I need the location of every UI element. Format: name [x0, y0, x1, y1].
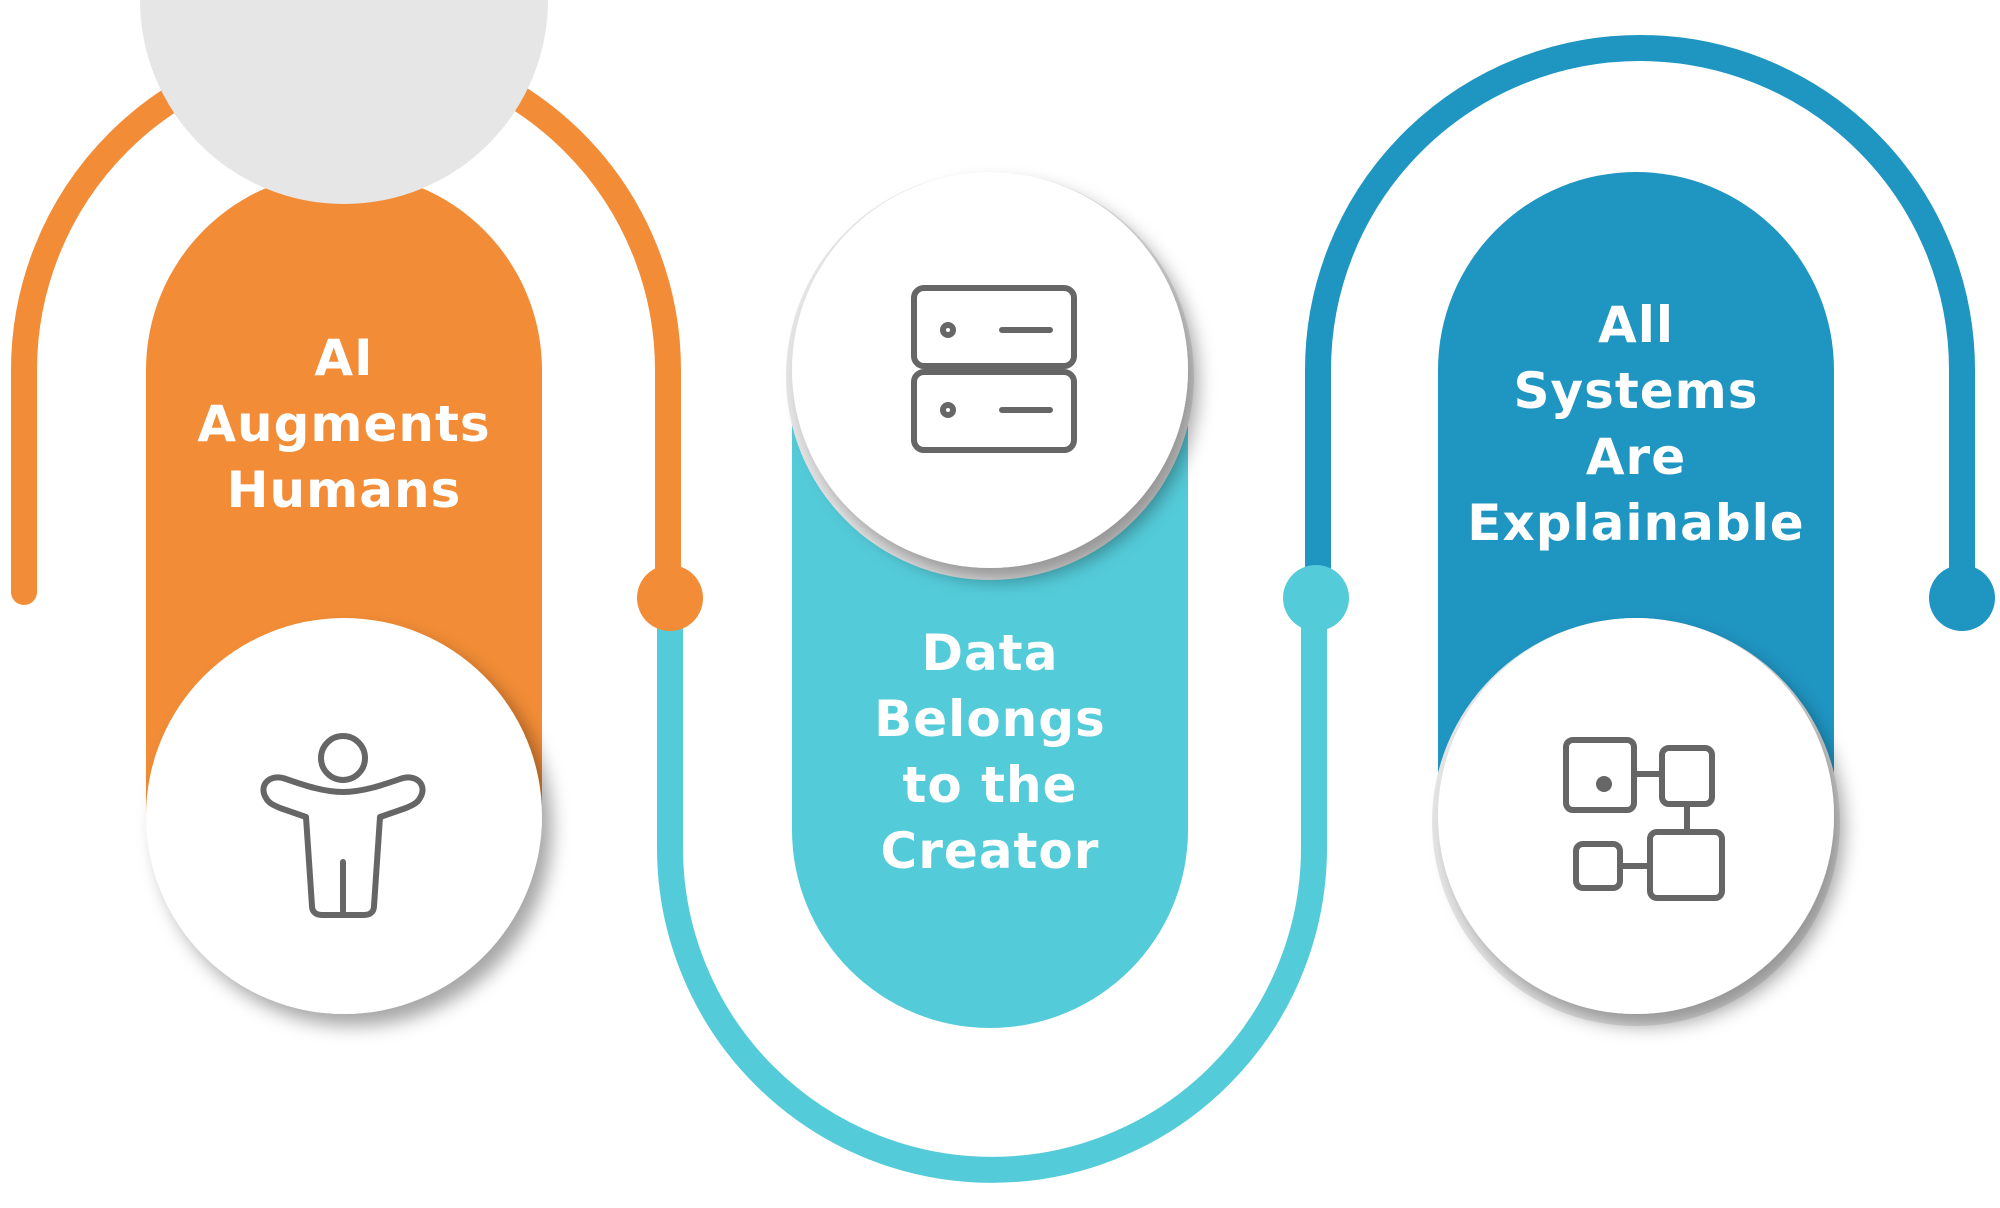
step-3-label: All Systems Are Explainable [1446, 292, 1826, 556]
junction-dot-orange [637, 565, 703, 631]
person-icon [260, 733, 426, 918]
step-1-icon-circle [140, 0, 548, 1014]
step-2-label-line: Creator [880, 822, 1100, 880]
step-3-label-line: All [1598, 296, 1674, 354]
connector-cyan-arc [657, 585, 1327, 1183]
step-3-label-line: Explainable [1467, 494, 1805, 552]
end-dot-blue [1929, 565, 1995, 631]
step-3-icon-circle [1432, 618, 1840, 1026]
step-3-label-line: Systems [1513, 362, 1759, 420]
step-3-label-line: Are [1585, 428, 1687, 486]
server-icon [911, 285, 1077, 453]
step-2-label-line: to the [902, 756, 1078, 814]
junction-dot-cyan [1283, 565, 1349, 631]
step-2-label: Data Belongs to the Creator [810, 620, 1170, 884]
step-2-icon-circle [786, 172, 1194, 580]
step-1-label-line: AI [314, 329, 374, 387]
step-1-label-line: Humans [226, 461, 462, 519]
step-1-label-line: Augments [197, 395, 491, 453]
step-2-label-line: Belongs [874, 690, 1106, 748]
step-2-label-line: Data [921, 624, 1059, 682]
flowchart-icon [1563, 737, 1725, 901]
step-1-label: AI Augments Humans [164, 325, 524, 523]
connector-blue-arc [1305, 35, 1975, 611]
